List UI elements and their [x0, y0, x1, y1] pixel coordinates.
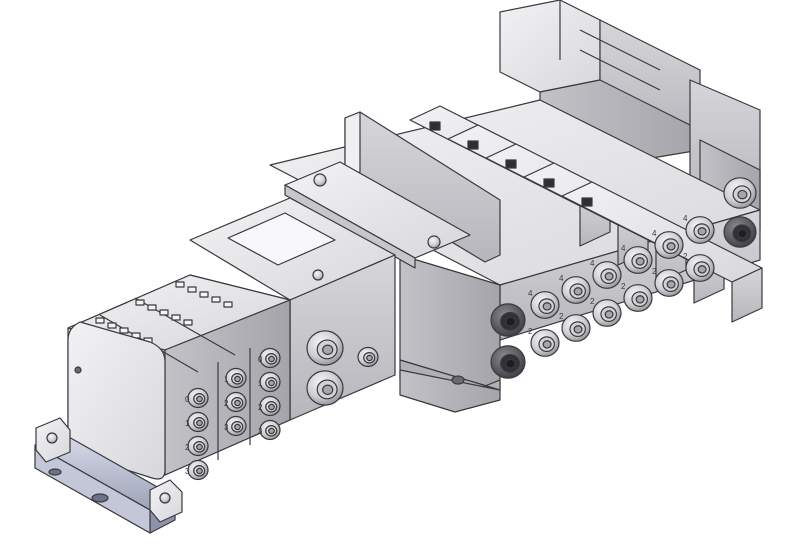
io-fitting [187, 459, 209, 481]
port-label: 0 [258, 355, 263, 364]
supply-fitting [490, 303, 526, 337]
io-fitting [187, 387, 209, 409]
port-label: 1 [258, 379, 263, 388]
led-slot-icon [175, 281, 185, 288]
io-fitting [259, 419, 281, 441]
connector-slot-icon [467, 140, 479, 150]
din-clamp-left [35, 417, 71, 463]
port-fitting-a [685, 216, 715, 244]
port-label: 4 [621, 244, 626, 253]
led-slot-icon [159, 309, 169, 316]
port-fitting-b [561, 314, 591, 342]
port-label: 3 [224, 423, 229, 432]
connector-m12-icon [306, 370, 344, 406]
led-slot-icon [107, 322, 117, 329]
mounting-hole-icon [451, 375, 465, 385]
port-label: 2 [683, 252, 688, 261]
io-fitting [259, 371, 281, 393]
din-clamp-right [149, 479, 183, 523]
end-exhaust-fitting [723, 216, 757, 248]
led-slot-icon [211, 296, 221, 303]
port-fitting-b [623, 284, 653, 312]
port-label: 3 [258, 427, 263, 436]
port-label: 2 [559, 312, 564, 321]
io-fitting [259, 395, 281, 417]
connector-slot-icon [505, 159, 517, 169]
led-slot-icon [183, 319, 193, 326]
port-label: 1 [224, 375, 229, 384]
fittings-group [187, 177, 757, 481]
end-port-fitting [723, 177, 757, 209]
connector-small-icon [357, 346, 379, 368]
port-fitting-a [654, 231, 684, 259]
io-fitting [259, 347, 281, 369]
port-fitting-b [685, 254, 715, 282]
led-slot-icon [119, 327, 129, 334]
mounting-foot [399, 369, 501, 413]
port-label: 0 [185, 395, 190, 404]
port-label: 2 [621, 282, 626, 291]
port-fitting-a [561, 276, 591, 304]
port-label: 2 [258, 403, 263, 412]
port-fitting-b [592, 299, 622, 327]
connector-slot-icon [581, 197, 593, 207]
port-label: 4 [559, 274, 564, 283]
port-label: 3 [185, 467, 190, 476]
screw-icon [427, 235, 441, 249]
port-label: 2 [652, 267, 657, 276]
io-fitting [225, 415, 247, 437]
connector-slot-icon [543, 178, 555, 188]
port-fitting-b [654, 269, 684, 297]
screw-icon [313, 173, 327, 187]
display-window [227, 212, 336, 266]
port-label: 2 [590, 297, 595, 306]
led-icon [312, 269, 324, 281]
io-fitting [187, 411, 209, 433]
solenoid-valve [561, 181, 763, 323]
port-labels: 4 4 4 4 4 4 2 2 2 2 2 2 0 1 2 3 1 2 3 0 1 2 3 [185, 214, 688, 476]
io-fitting [225, 391, 247, 413]
led-slot-icon [187, 286, 197, 293]
port-label: 1 [185, 419, 190, 428]
port-label: 4 [590, 259, 595, 268]
port-fitting-a [623, 246, 653, 274]
mounting-plate [284, 161, 471, 269]
led-slot-icon [95, 317, 105, 324]
led-slot-icon [223, 301, 233, 308]
port-label: 4 [652, 229, 657, 238]
exhaust-fitting [490, 345, 526, 379]
port-label: 2 [528, 327, 533, 336]
io-fitting [225, 367, 247, 389]
io-fitting [187, 435, 209, 457]
connector-slot-icon [429, 121, 441, 131]
port-label: 2 [185, 443, 190, 452]
led-slot-icon [147, 304, 157, 311]
led-slot-icon [199, 291, 209, 298]
led-slot-icon [135, 299, 145, 306]
led-slot-icon [171, 314, 181, 321]
port-fitting-a [592, 261, 622, 289]
port-fitting-b [530, 329, 560, 357]
port-label: 2 [224, 399, 229, 408]
port-fitting-a [530, 291, 560, 319]
port-label: 4 [683, 214, 688, 223]
connector-m12-icon [306, 330, 344, 366]
port-label: 4 [528, 289, 533, 298]
